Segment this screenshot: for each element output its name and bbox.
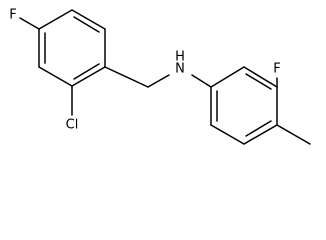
double-bond-inner (245, 73, 272, 90)
bond-c-f-left (19, 17, 40, 30)
bond (71, 66, 106, 87)
bond (38, 66, 73, 87)
bond (210, 124, 245, 145)
bond (71, 9, 106, 30)
chlorine-label: Cl (66, 118, 79, 133)
bond (38, 9, 73, 30)
double-bond-inner (73, 63, 100, 80)
double-bond-inner (245, 120, 272, 137)
bond (243, 66, 278, 88)
fluorine-label-left: F (9, 8, 16, 23)
nitrogen-label: N (175, 62, 185, 77)
left-benzene-ring (38, 9, 106, 87)
hydrogen-label: H (175, 50, 185, 65)
bond (210, 66, 245, 88)
double-bond-inner (73, 16, 100, 33)
bond-ch2-n (147, 74, 170, 88)
chemical-structure-diagram: F Cl N H F (9, 8, 311, 145)
bond-ring-ch2 (104, 66, 149, 88)
bond-n-ring (191, 74, 212, 88)
bond (243, 124, 278, 145)
bond-c-methyl (276, 124, 311, 145)
right-benzene-ring (210, 66, 278, 145)
fluorine-label-right: F (273, 62, 280, 77)
